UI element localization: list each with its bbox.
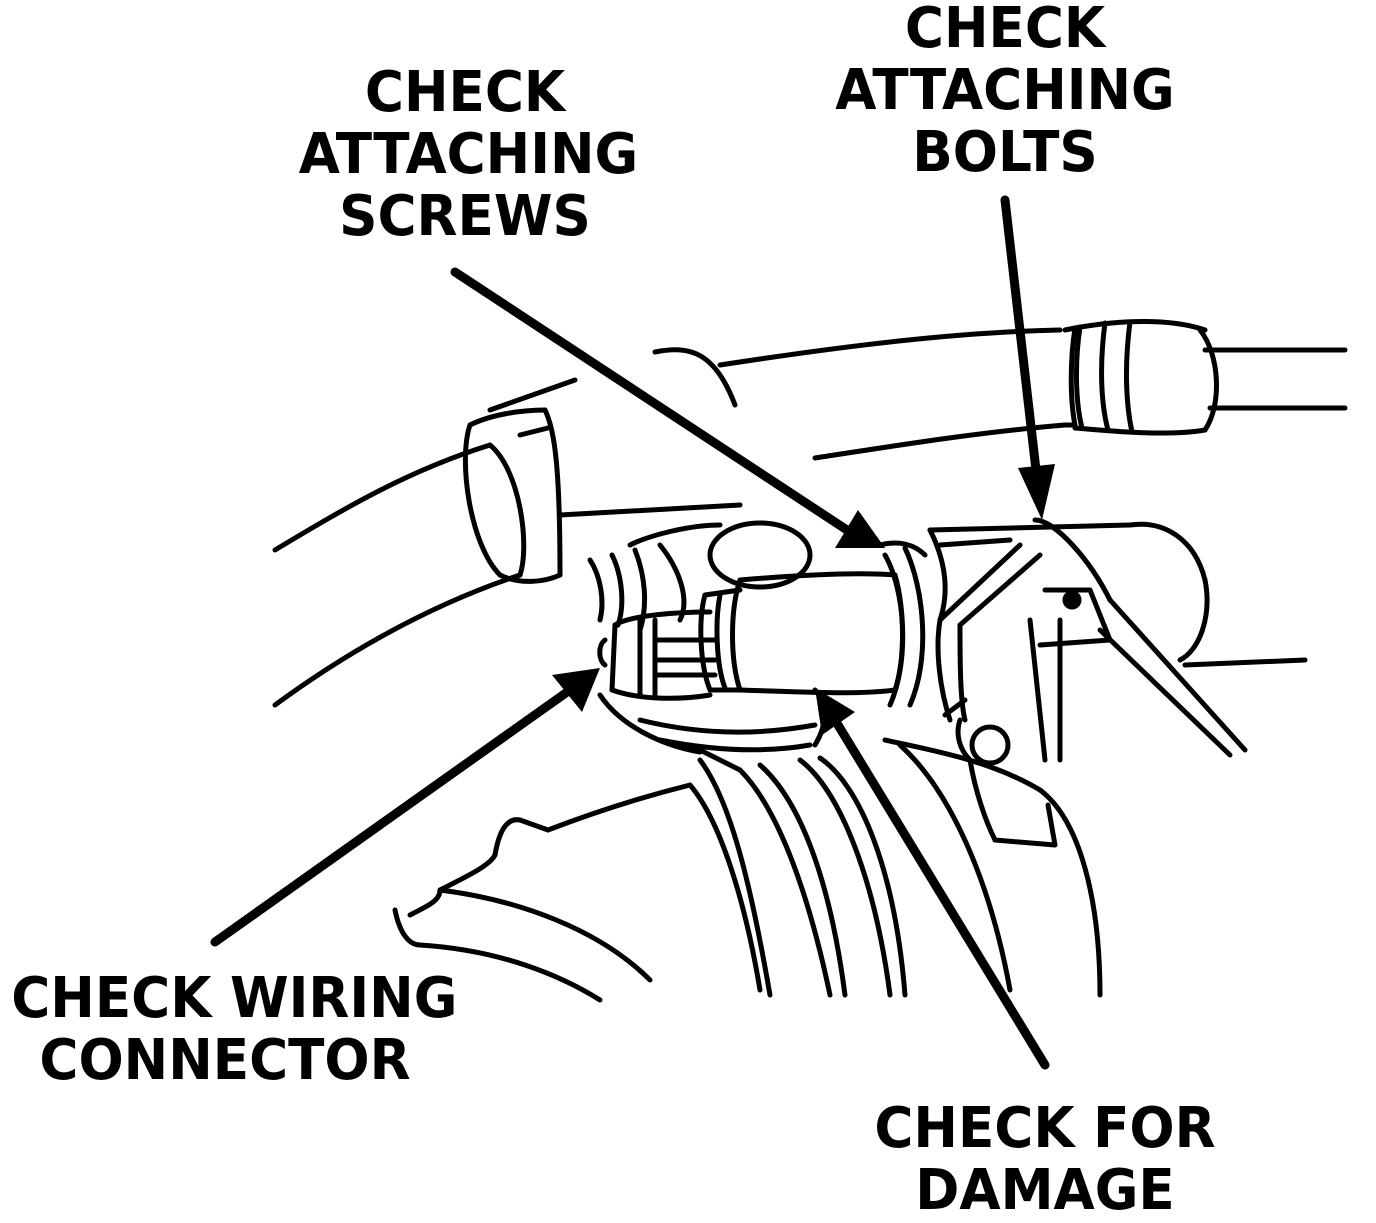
wiring-arrow <box>210 668 600 947</box>
damage-arrow <box>815 688 1050 1070</box>
wiring-line-2: CONNECTOR <box>39 1028 411 1093</box>
damage-line-1: CHECK FOR <box>874 1096 1216 1161</box>
wiring-callout: CHECK WIRING CONNECTOR <box>11 966 458 1093</box>
ribbed-boot <box>1062 319 1348 436</box>
connector <box>597 609 718 701</box>
bottom-drum <box>392 737 1103 1003</box>
screws-callout: CHECK ATTACHING SCREWS <box>298 60 639 249</box>
mounting-bracket <box>927 517 1308 763</box>
left-tube <box>272 377 743 708</box>
bolts-arrow <box>1000 195 1055 520</box>
bolts-line-2: ATTACHING <box>835 58 1175 123</box>
bolts-callout: CHECK ATTACHING BOLTS <box>834 0 1176 184</box>
screws-arrow <box>450 267 885 548</box>
wire-harness <box>597 687 827 773</box>
screws-line-3: SCREWS <box>339 184 591 249</box>
sensor-body <box>698 540 928 708</box>
screws-line-2: ATTACHING <box>298 122 639 187</box>
screws-line-1: CHECK <box>364 60 566 125</box>
damage-callout: CHECK FOR DAMAGE <box>869 1098 1221 1222</box>
bolts-line-3: BOLTS <box>912 120 1098 185</box>
damage-line-2: DAMAGE <box>915 1158 1175 1223</box>
bolts-line-1: CHECK <box>904 0 1106 61</box>
wiring-line-1: CHECK WIRING <box>11 966 458 1031</box>
